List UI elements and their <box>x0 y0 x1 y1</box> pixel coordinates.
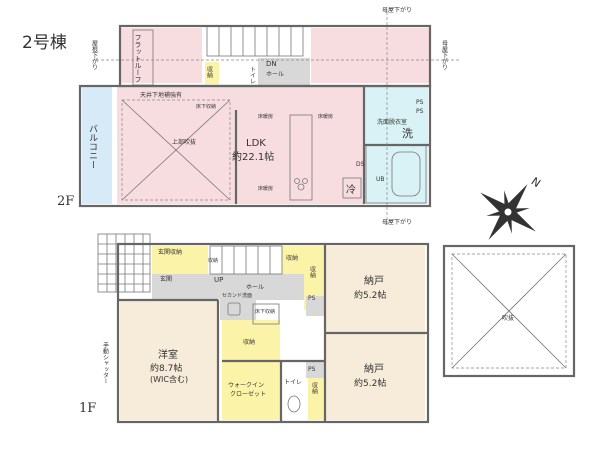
label-roof-down-left: 屋根下がり <box>91 40 98 70</box>
label-fridge: 冷 <box>346 183 356 196</box>
label-closet: クローゼット <box>230 390 266 398</box>
stairs-1f <box>209 245 283 275</box>
building-title: 2号棟 <box>22 33 67 53</box>
storage-1f-b <box>222 320 280 360</box>
compass-north-label: N <box>529 175 543 190</box>
sink-icon <box>227 302 241 316</box>
label-balcony: バルコニー <box>87 124 98 169</box>
entrance <box>152 274 182 300</box>
stairs-2f <box>206 25 304 57</box>
atrium-room <box>117 86 237 204</box>
label-storage-2f: 収納 <box>206 66 213 79</box>
label-dn: DN <box>266 60 277 68</box>
label-under-floor: 床下収納 <box>255 308 275 315</box>
label-western: 洋室 <box>158 348 178 361</box>
label-roof-down-right: 母屋下がり <box>441 40 448 70</box>
label-hall-2f: ホール <box>266 71 284 78</box>
bathtub <box>391 151 421 197</box>
storeroom-1 <box>325 246 425 332</box>
toilet-bowl-icon <box>287 395 301 413</box>
label-up: UP <box>214 276 223 284</box>
roof-area-left <box>120 28 202 83</box>
storage-1f-hall <box>282 246 304 274</box>
label-hall-1f: ホール <box>246 284 264 291</box>
label-floor-heating-3: 床暖房 <box>258 185 273 192</box>
label-ldk-size: 約22.1帖 <box>232 150 274 163</box>
second-floor: フラットルーフ 屋根下がり 母屋下がり 母屋下がり 母屋下がり 収納 トイレ D… <box>78 6 460 226</box>
label-washroom: 洗面脱衣室 <box>377 118 407 126</box>
balcony <box>82 86 112 204</box>
label-ps-1f-2: PS <box>308 366 316 373</box>
label-flat-roof: フラットルーフ <box>134 34 142 83</box>
label-western-note: (WIC含む) <box>150 374 188 384</box>
stove-burner-icon <box>302 178 308 184</box>
walk-in-closet <box>222 362 280 420</box>
toilet-2f <box>220 58 258 86</box>
label-storage-1f-d: 収納 <box>208 257 218 264</box>
label-floor-heating-2: 床暖房 <box>318 113 333 120</box>
label-floor-storage-1: 床下収納 <box>196 103 216 110</box>
entrance-deck <box>97 233 151 293</box>
fridge-space <box>342 177 362 199</box>
label-ds: DS <box>356 161 365 168</box>
storage-2f <box>205 62 219 84</box>
label-ps-2f-2: PS <box>416 108 424 115</box>
label-floor-heating-1: 床暖房 <box>258 113 273 120</box>
toilet-1f <box>282 362 306 420</box>
roof-area-right <box>311 28 429 83</box>
label-second-wash: セカンド洗面 <box>222 292 252 299</box>
label-roof-down-bottom: 母屋下がり <box>382 218 412 226</box>
hall-1f <box>182 274 322 300</box>
label-storeroom-2-size: 約5.2帖 <box>354 377 386 389</box>
label-storage-1f-c: 収納 <box>311 382 318 395</box>
label-ub: UB <box>376 176 385 183</box>
label-ldk: LDK <box>246 138 266 149</box>
label-storage-1f-a: 収納 <box>309 266 316 279</box>
label-void: 吹抜 <box>502 314 514 322</box>
stove-burner-icon <box>294 178 300 184</box>
floor-label-1f: 1F <box>79 401 96 416</box>
label-roof-down-top: 母屋下がり <box>382 6 412 14</box>
storeroom-2 <box>325 334 425 420</box>
label-storeroom-1: 納戸 <box>364 274 384 287</box>
floor-label-2f: 2F <box>57 194 74 209</box>
atrium-void-mark <box>121 99 231 201</box>
ps-1f-1 <box>306 296 324 316</box>
storage-1f-a <box>304 246 324 310</box>
label-western-size: 約8.7帖 <box>150 362 182 374</box>
label-laundry: 洗 <box>402 127 413 140</box>
stove-burner-icon <box>297 183 305 191</box>
label-ps-1f-1: PS <box>308 295 316 302</box>
kitchen-counter <box>289 114 313 201</box>
western-room <box>120 300 218 420</box>
label-entrance-storage: 玄関収納 <box>158 248 182 256</box>
compass-rose-icon <box>480 184 536 240</box>
label-atrium: 上部吹抜 <box>172 138 196 146</box>
entrance-storage <box>152 246 208 274</box>
ps-1f-2 <box>306 362 324 378</box>
label-entrance: 玄関 <box>160 275 172 283</box>
label-storage-1f-b: 収納 <box>243 338 255 346</box>
label-ps-2f-1: PS <box>416 99 424 106</box>
label-storage-1f-hall: 収納 <box>286 254 298 262</box>
label-storeroom-2: 納戸 <box>364 362 384 375</box>
label-toilet-2f: トイレ <box>249 66 256 84</box>
label-storeroom-1-size: 約5.2帖 <box>354 289 386 301</box>
label-shutter: 手動シャッター <box>102 341 109 384</box>
label-toilet-1f: トイレ <box>284 379 302 386</box>
hall-2f <box>258 58 310 86</box>
under-floor-storage <box>252 303 280 325</box>
label-ceiling-reinforce: 天井下地補強有 <box>140 91 182 99</box>
first-floor: 玄関収納 玄関 UP ホール 収納 収納 収納 収納 収納 PS PS セカンド… <box>97 233 430 424</box>
void-diagram: 吹抜 <box>442 244 576 378</box>
label-walk-in: ウォークイン <box>228 381 264 389</box>
